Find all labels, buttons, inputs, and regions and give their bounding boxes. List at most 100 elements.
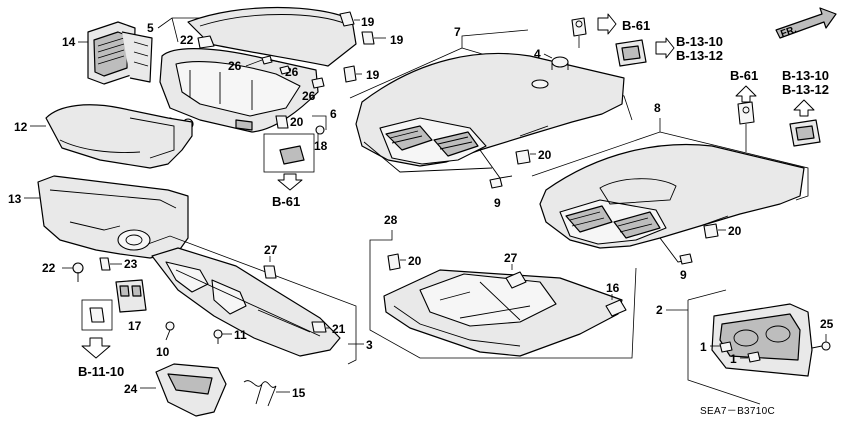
callout-16: 15 xyxy=(292,386,306,400)
part-3-screw[interactable] xyxy=(213,329,223,344)
part-switch-top[interactable] xyxy=(615,39,647,67)
diagram-code: SEA7－B3710C xyxy=(700,406,775,417)
part-10-lower-cover[interactable] xyxy=(151,247,341,357)
part-8-upper-dash-cover[interactable] xyxy=(539,143,805,263)
callout-6: 6 xyxy=(330,107,337,121)
arrow-b1110 xyxy=(81,337,111,359)
callout-17: 23 xyxy=(124,257,138,271)
callout-20-c: 20 xyxy=(728,224,742,238)
part-clip-mid[interactable] xyxy=(737,101,755,125)
ref-b1310-top: B-13-10 xyxy=(676,34,723,49)
callout-19-c: 22 xyxy=(180,33,194,47)
callout-8: 8 xyxy=(654,101,661,115)
part-20-clip-b[interactable] xyxy=(515,149,531,165)
part-clip-top[interactable] xyxy=(571,17,587,37)
part-16-spring[interactable] xyxy=(243,380,277,407)
part-18-switch[interactable] xyxy=(279,125,325,165)
part-15-coin-pocket[interactable] xyxy=(155,363,227,417)
arrow-b61-left xyxy=(277,173,303,191)
fr-label: FR. xyxy=(779,24,798,40)
callout-19-a: 19 xyxy=(361,15,375,29)
arrow-b1310-mid xyxy=(793,99,815,117)
callout-12: 12 xyxy=(14,120,28,134)
callout-27-a: 27 xyxy=(504,251,518,265)
part-7-upper-dash-cover[interactable] xyxy=(355,52,625,179)
arrow-b61-top xyxy=(597,13,617,35)
part-19-clip-a[interactable] xyxy=(339,11,355,27)
ref-b1110: B-11-10 xyxy=(78,364,124,379)
part-switch-mid[interactable] xyxy=(789,119,821,147)
part-12-upper-column-cover[interactable] xyxy=(45,104,193,169)
ref-b1310-mid: B-13-10 xyxy=(782,68,829,83)
callout-20-b: 20 xyxy=(538,148,552,162)
callout-24: 10 xyxy=(156,345,170,359)
part-9-clip-b[interactable] xyxy=(679,253,693,265)
part-19-clip-b[interactable] xyxy=(343,65,357,83)
part-28-lower-tray[interactable] xyxy=(383,269,623,357)
part-9-clip-a[interactable] xyxy=(489,177,503,189)
part-11-clip-detail xyxy=(89,307,105,323)
callout-22-b: 27 xyxy=(264,243,278,257)
part-26-screw-c[interactable] xyxy=(311,77,325,89)
ref-b1312-top: B-13-12 xyxy=(676,48,723,63)
part-25-screw[interactable] xyxy=(811,341,831,351)
callout-21: 21 xyxy=(332,322,346,336)
callout-19-b: 19 xyxy=(366,68,380,82)
callout-10: 3 xyxy=(366,338,373,352)
callout-25: 25 xyxy=(820,317,834,331)
callout-2: 2 xyxy=(656,303,663,317)
arrow-b61-mid xyxy=(735,85,757,103)
fr-direction-arrow: FR. xyxy=(775,7,837,40)
part-11-switch-bezel[interactable] xyxy=(115,279,147,313)
part-22-clip-a[interactable] xyxy=(361,31,375,45)
callout-23: 22 xyxy=(42,261,56,275)
callout-9-a: 9 xyxy=(494,196,501,210)
part-2-meter-assembly[interactable] xyxy=(711,303,813,377)
part-6-meter-panel[interactable] xyxy=(159,48,319,133)
part-13-lower-column-cover[interactable] xyxy=(37,175,189,259)
callout-5: 5 xyxy=(147,21,154,35)
callout-11: 17 xyxy=(128,319,142,333)
callout-27-b: 16 xyxy=(606,281,620,295)
part-24-screw[interactable] xyxy=(165,321,175,341)
arrow-b1310-top xyxy=(655,37,675,59)
callout-9-b: 9 xyxy=(680,268,687,282)
ref-b61-top: B-61 xyxy=(622,18,650,33)
part-20-clip-c[interactable] xyxy=(703,223,719,239)
callout-28: 28 xyxy=(384,213,398,227)
part-1-bulb-b[interactable] xyxy=(747,351,761,363)
ref-b1312-mid: B-13-12 xyxy=(782,82,829,97)
part-14-side-vent[interactable] xyxy=(87,21,153,85)
part-19-clip-c[interactable] xyxy=(197,35,215,49)
part-27-pin-a[interactable] xyxy=(505,271,527,289)
callout-1-b: 1 xyxy=(730,352,737,366)
callout-3: 11 xyxy=(234,328,247,342)
callout-22-a: 19 xyxy=(390,33,404,47)
callout-18: 18 xyxy=(314,139,328,153)
part-20-clip-d[interactable] xyxy=(387,253,401,271)
callout-20-d: 20 xyxy=(408,254,422,268)
callout-20-a: 20 xyxy=(290,115,304,129)
ref-b61-mid: B-61 xyxy=(730,68,758,83)
callout-4: 4 xyxy=(534,47,541,61)
callout-14: 14 xyxy=(62,35,76,49)
callout-1-a: 1 xyxy=(700,340,707,354)
part-26-screw-b[interactable] xyxy=(279,65,291,75)
part-22-clip-b[interactable] xyxy=(263,265,277,279)
part-4-knob[interactable] xyxy=(551,56,569,70)
part-5-meter-visor[interactable] xyxy=(187,6,357,67)
part-20-clip-a[interactable] xyxy=(275,115,289,129)
part-21-clip[interactable] xyxy=(311,321,327,333)
part-26-screw-a[interactable] xyxy=(261,55,281,65)
part-17-clip[interactable] xyxy=(99,257,111,271)
part-1-bulb-a[interactable] xyxy=(719,341,733,353)
ref-b61-left: B-61 xyxy=(272,194,300,209)
callout-15: 24 xyxy=(124,382,138,396)
callout-26-a: 26 xyxy=(228,59,242,73)
part-27-pin-b[interactable] xyxy=(605,299,627,317)
callout-7: 7 xyxy=(454,25,461,39)
part-23-bolt[interactable] xyxy=(72,262,84,282)
callout-13: 13 xyxy=(8,192,22,206)
callout-26-c: 26 xyxy=(302,89,316,103)
